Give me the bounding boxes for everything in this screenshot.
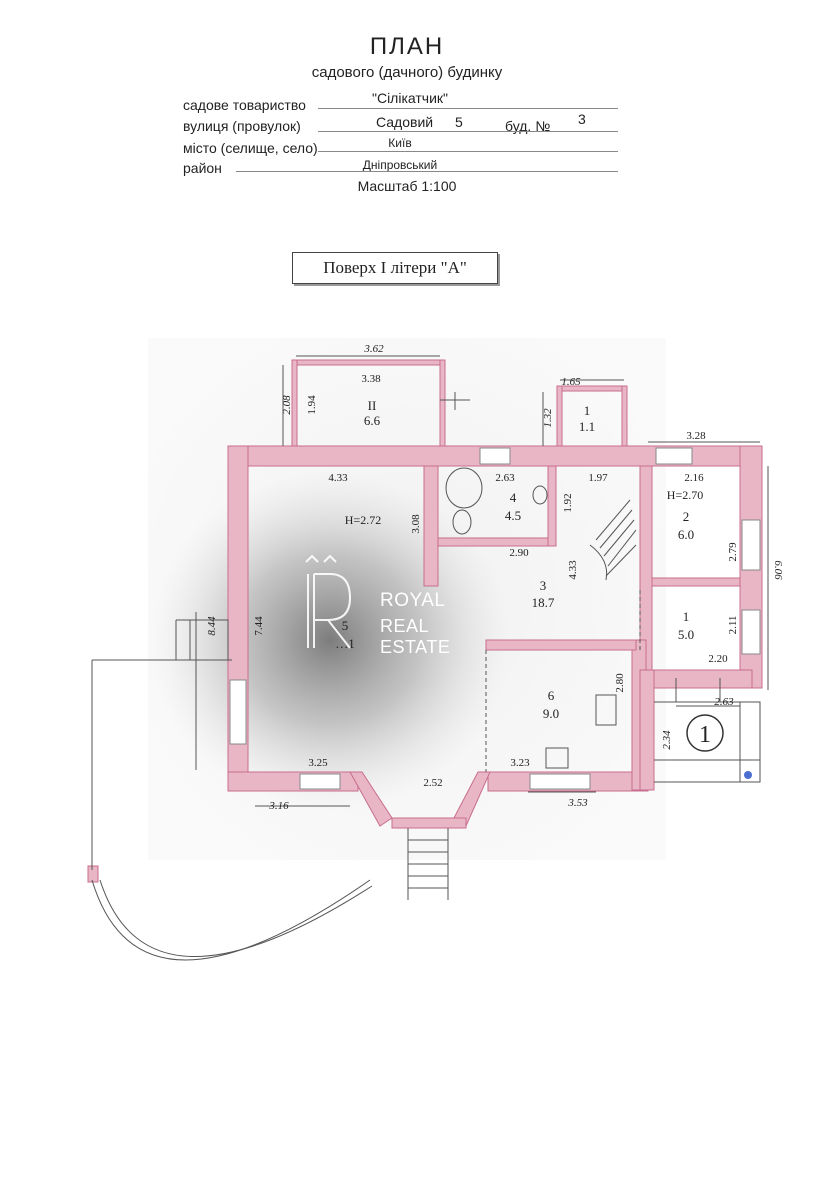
room-6-id: 6 <box>548 688 555 703</box>
dim-1.97: 1.97 <box>588 472 608 484</box>
dim-3.38: 3.38 <box>361 373 381 385</box>
dim-7.44: 7.44 <box>253 616 265 636</box>
dim-8.44: 8.44 <box>206 616 218 636</box>
dim-2.34: 2.34 <box>661 730 673 750</box>
label-street: вулиця (провулок) <box>183 118 301 134</box>
dim-2.90: 2.90 <box>509 547 529 559</box>
dim-1.94: 1.94 <box>306 395 318 415</box>
dim-1.32: 1.32 <box>542 408 554 428</box>
marker-label: 1 <box>699 722 711 748</box>
dim-2.52: 2.52 <box>423 777 442 789</box>
marker-circle <box>686 714 724 752</box>
watermark-tagline: REAL ESTATE <box>380 616 451 657</box>
label-district: район <box>183 160 222 176</box>
plan-subtitle: садового (дачного) будинку <box>311 64 503 81</box>
room-5-height: H=2.72 <box>345 513 381 527</box>
watermark-brand: ROYAL <box>380 590 446 611</box>
room-2-id: 2 <box>683 509 690 524</box>
dim-4.33-top: 4.33 <box>328 472 348 484</box>
dim-6.06: 6.06 <box>772 560 784 580</box>
room-5-id: 5 <box>342 618 349 633</box>
label-garden-society: садове товариство <box>183 97 306 113</box>
room-porch-area: 1.1 <box>579 419 595 434</box>
dim-3.53: 3.53 <box>567 797 588 809</box>
room-porch-id: 1 <box>584 403 591 418</box>
room-3-area: 18.7 <box>532 595 555 610</box>
dim-3.62: 3.62 <box>363 343 384 355</box>
value-city: Київ <box>388 136 412 150</box>
room-3-id: 3 <box>540 578 547 593</box>
blue-dot-icon <box>744 771 752 779</box>
value-building-number: 3 <box>578 111 586 127</box>
value-street: Садовий <box>376 114 434 130</box>
dim-3.25: 3.25 <box>308 757 328 769</box>
dim-1.92: 1.92 <box>562 493 574 512</box>
room-II-id: II <box>368 398 377 413</box>
dim-2.79: 2.79 <box>727 542 739 562</box>
dim-2.08: 2.08 <box>281 395 293 415</box>
room-4-area: 4.5 <box>505 508 521 523</box>
room-II-area: 6.6 <box>364 413 381 428</box>
value-street-number: 5 <box>455 114 463 130</box>
room-6-area: 9.0 <box>543 706 559 721</box>
value-district: Дніпровський <box>362 158 438 172</box>
dim-4.33-center: 4.33 <box>567 560 579 580</box>
dim-2.63: 2.63 <box>495 472 515 484</box>
dim-2.11: 2.11 <box>727 616 739 635</box>
dim-2.63-marker: 2.63 <box>714 696 734 708</box>
dim-2.16: 2.16 <box>684 472 704 484</box>
label-building: буд. № <box>505 118 551 134</box>
label-city: місто (селище, село) <box>183 140 318 156</box>
dim-1.65: 1.65 <box>561 376 581 388</box>
dim-3.23: 3.23 <box>510 757 530 769</box>
watermark: ROYAL REAL ESTATE <box>298 552 450 657</box>
room-4-id: 4 <box>510 490 517 505</box>
room-2-area: 6.0 <box>678 527 694 542</box>
dim-3.28: 3.28 <box>686 430 706 442</box>
value-garden-society: "Сілікатчик" <box>371 90 448 106</box>
room-1-area: 5.0 <box>678 627 694 642</box>
room-1-id: 1 <box>683 609 690 624</box>
plan-title: ПЛАН <box>369 33 445 60</box>
floor-label: Поверх І літери "А" <box>292 252 498 284</box>
room-2-height: H=2.70 <box>667 488 703 502</box>
plan-scale: Масштаб 1:100 <box>357 178 457 194</box>
dim-3.16: 3.16 <box>268 800 289 812</box>
dim-3.08: 3.08 <box>410 514 422 534</box>
dim-2.20: 2.20 <box>708 653 728 665</box>
royal-logo-icon <box>305 554 352 649</box>
dim-2.80: 2.80 <box>614 673 626 693</box>
